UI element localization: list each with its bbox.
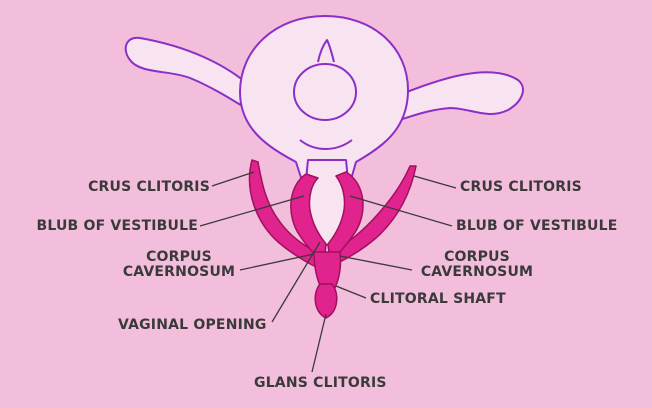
label-corpus-right: CORPUS CAVERNOSUM bbox=[416, 250, 538, 280]
label-corpus-left-line1: CORPUS bbox=[146, 249, 212, 265]
leader-vaginal-opening bbox=[271, 241, 321, 323]
leader-crus-right bbox=[413, 175, 457, 189]
uterus-group bbox=[124, 15, 524, 246]
label-glans-clitoris: GLANS CLITORIS bbox=[254, 375, 387, 391]
glans-shape bbox=[314, 283, 338, 319]
label-corpus-left: CORPUS CAVERNOSUM bbox=[118, 250, 240, 280]
leader-shaft bbox=[335, 285, 367, 299]
label-crus-clitoris-left: CRUS CLITORIS bbox=[88, 179, 210, 195]
label-corpus-left-line2: CAVERNOSUM bbox=[122, 264, 236, 280]
label-bulb-right: BLUB OF VESTIBULE bbox=[456, 218, 618, 234]
clitoris-group bbox=[248, 159, 417, 319]
leader-corpus-left bbox=[239, 253, 315, 271]
label-clitoral-shaft: CLITORAL SHAFT bbox=[370, 291, 506, 307]
label-corpus-right-line2: CAVERNOSUM bbox=[420, 264, 534, 280]
ovary bbox=[293, 63, 357, 121]
leader-crus-left bbox=[211, 171, 255, 187]
label-vaginal-opening: VAGINAL OPENING bbox=[118, 317, 267, 333]
label-bulb-left: BLUB OF VESTIBULE bbox=[36, 218, 198, 234]
leader-bulb-right bbox=[349, 195, 453, 227]
fallopian-tube-left bbox=[124, 36, 263, 119]
label-crus-clitoris-right: CRUS CLITORIS bbox=[460, 179, 582, 195]
leader-bulb-left bbox=[199, 195, 305, 227]
leader-glans bbox=[311, 313, 327, 373]
uterus-inner-line bbox=[317, 39, 335, 63]
leader-lines bbox=[199, 171, 457, 373]
uterus-inner-curve bbox=[299, 139, 353, 150]
label-corpus-right-line1: CORPUS bbox=[444, 249, 510, 265]
leader-corpus-right bbox=[339, 255, 413, 271]
fallopian-tube-right bbox=[391, 71, 524, 123]
